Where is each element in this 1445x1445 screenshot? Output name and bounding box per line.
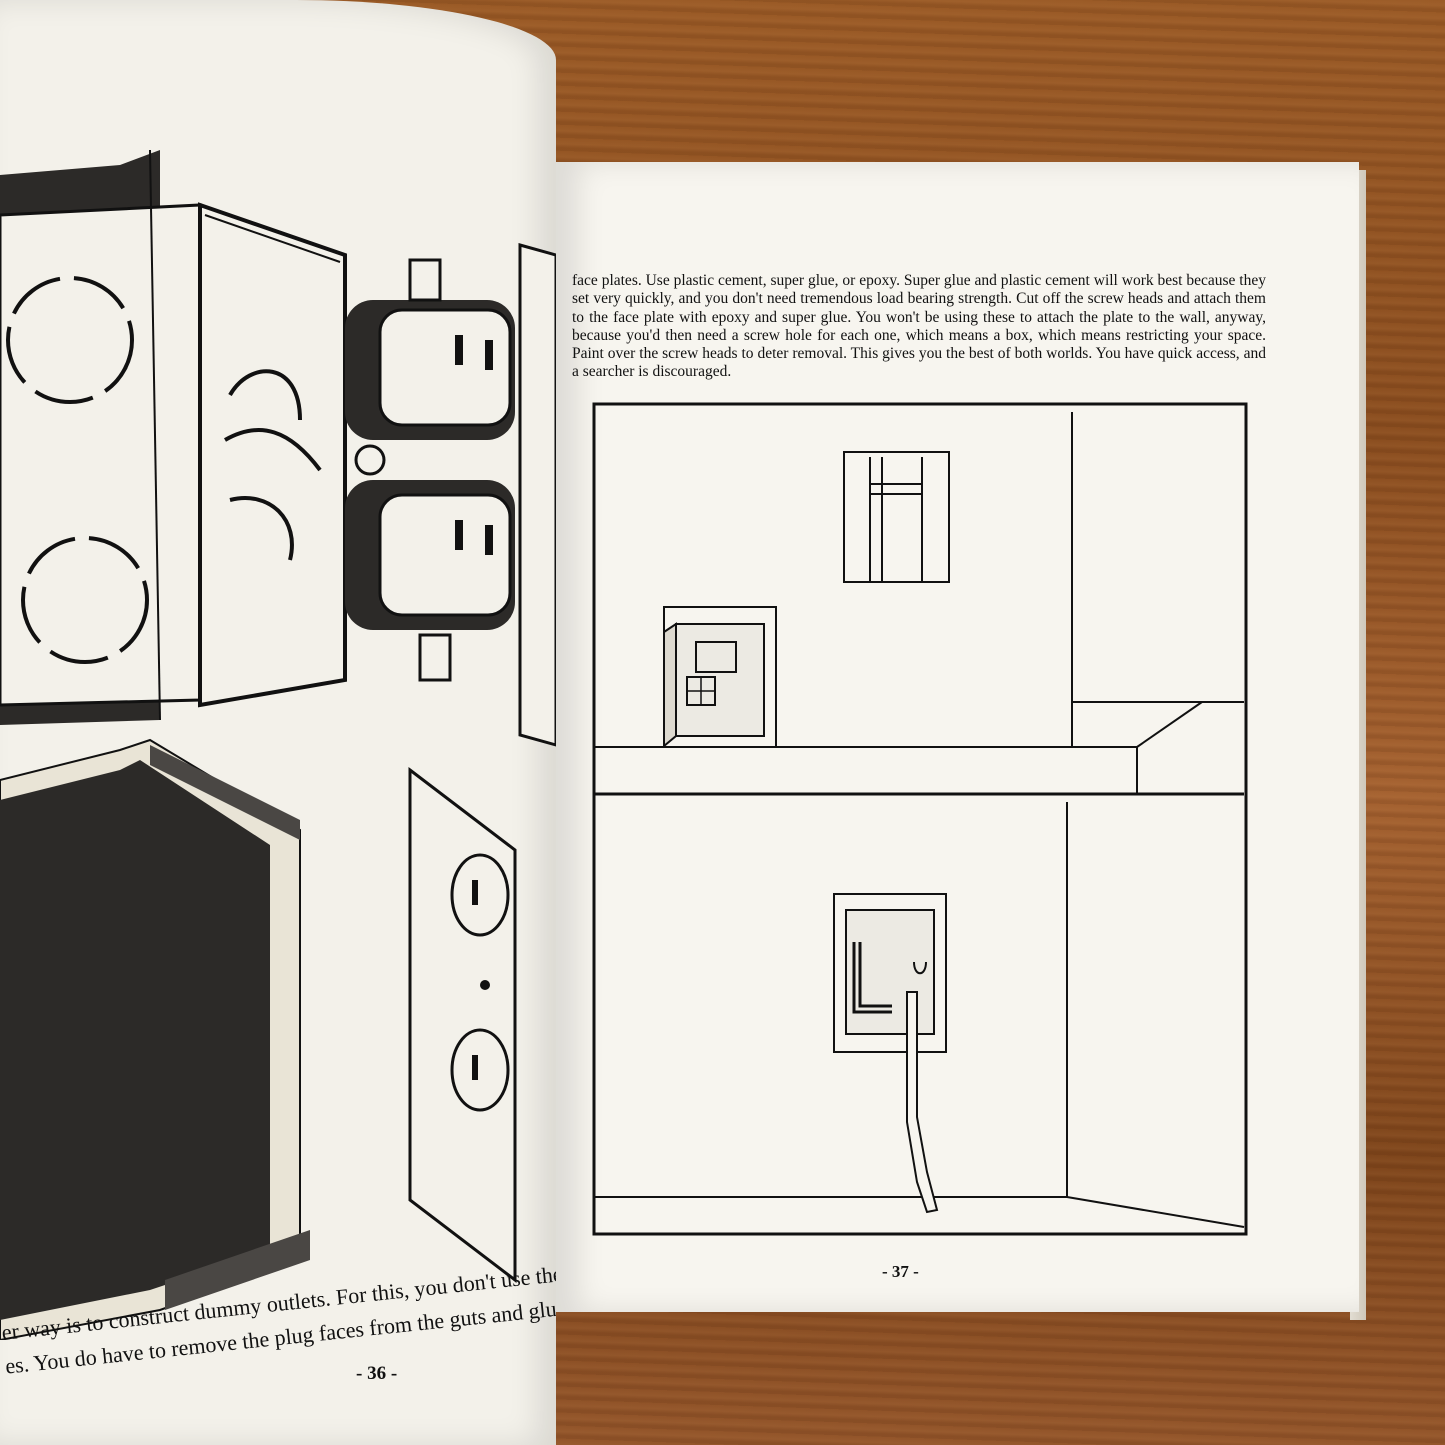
left-page-number: - 36 - bbox=[356, 1363, 398, 1384]
outlet-box-illustration bbox=[0, 149, 556, 747]
left-book-page: er way is to construct dummy outlets. Fo… bbox=[0, 0, 556, 1445]
dummy-outlet-cavity-illustration bbox=[0, 738, 517, 1340]
right-page-body-text: face plates. Use plastic cement, super g… bbox=[572, 272, 1266, 381]
hidden-compartment-illustration bbox=[592, 402, 1248, 1236]
right-page-number: - 37 - bbox=[882, 1262, 919, 1281]
